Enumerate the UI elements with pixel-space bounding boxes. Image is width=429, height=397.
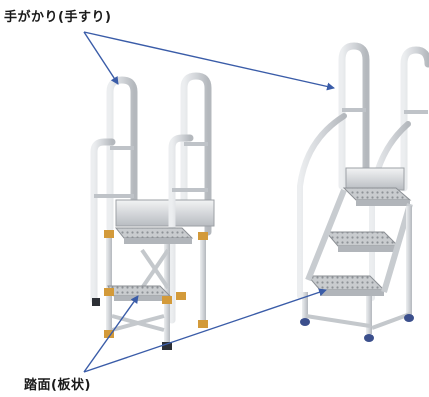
arrow-tread-right: [83, 288, 327, 373]
arrow-handrail-left: [83, 31, 119, 85]
handrail-label: 手がかり(手すり): [4, 10, 112, 25]
stair-platform-left: [90, 72, 215, 350]
annotation-arrows: [83, 31, 335, 373]
tread-label: 踏面(板状): [24, 378, 91, 393]
arrow-handrail-right: [83, 31, 335, 91]
arrow-tread-left: [83, 295, 139, 373]
stair-platform-right: [297, 42, 429, 342]
